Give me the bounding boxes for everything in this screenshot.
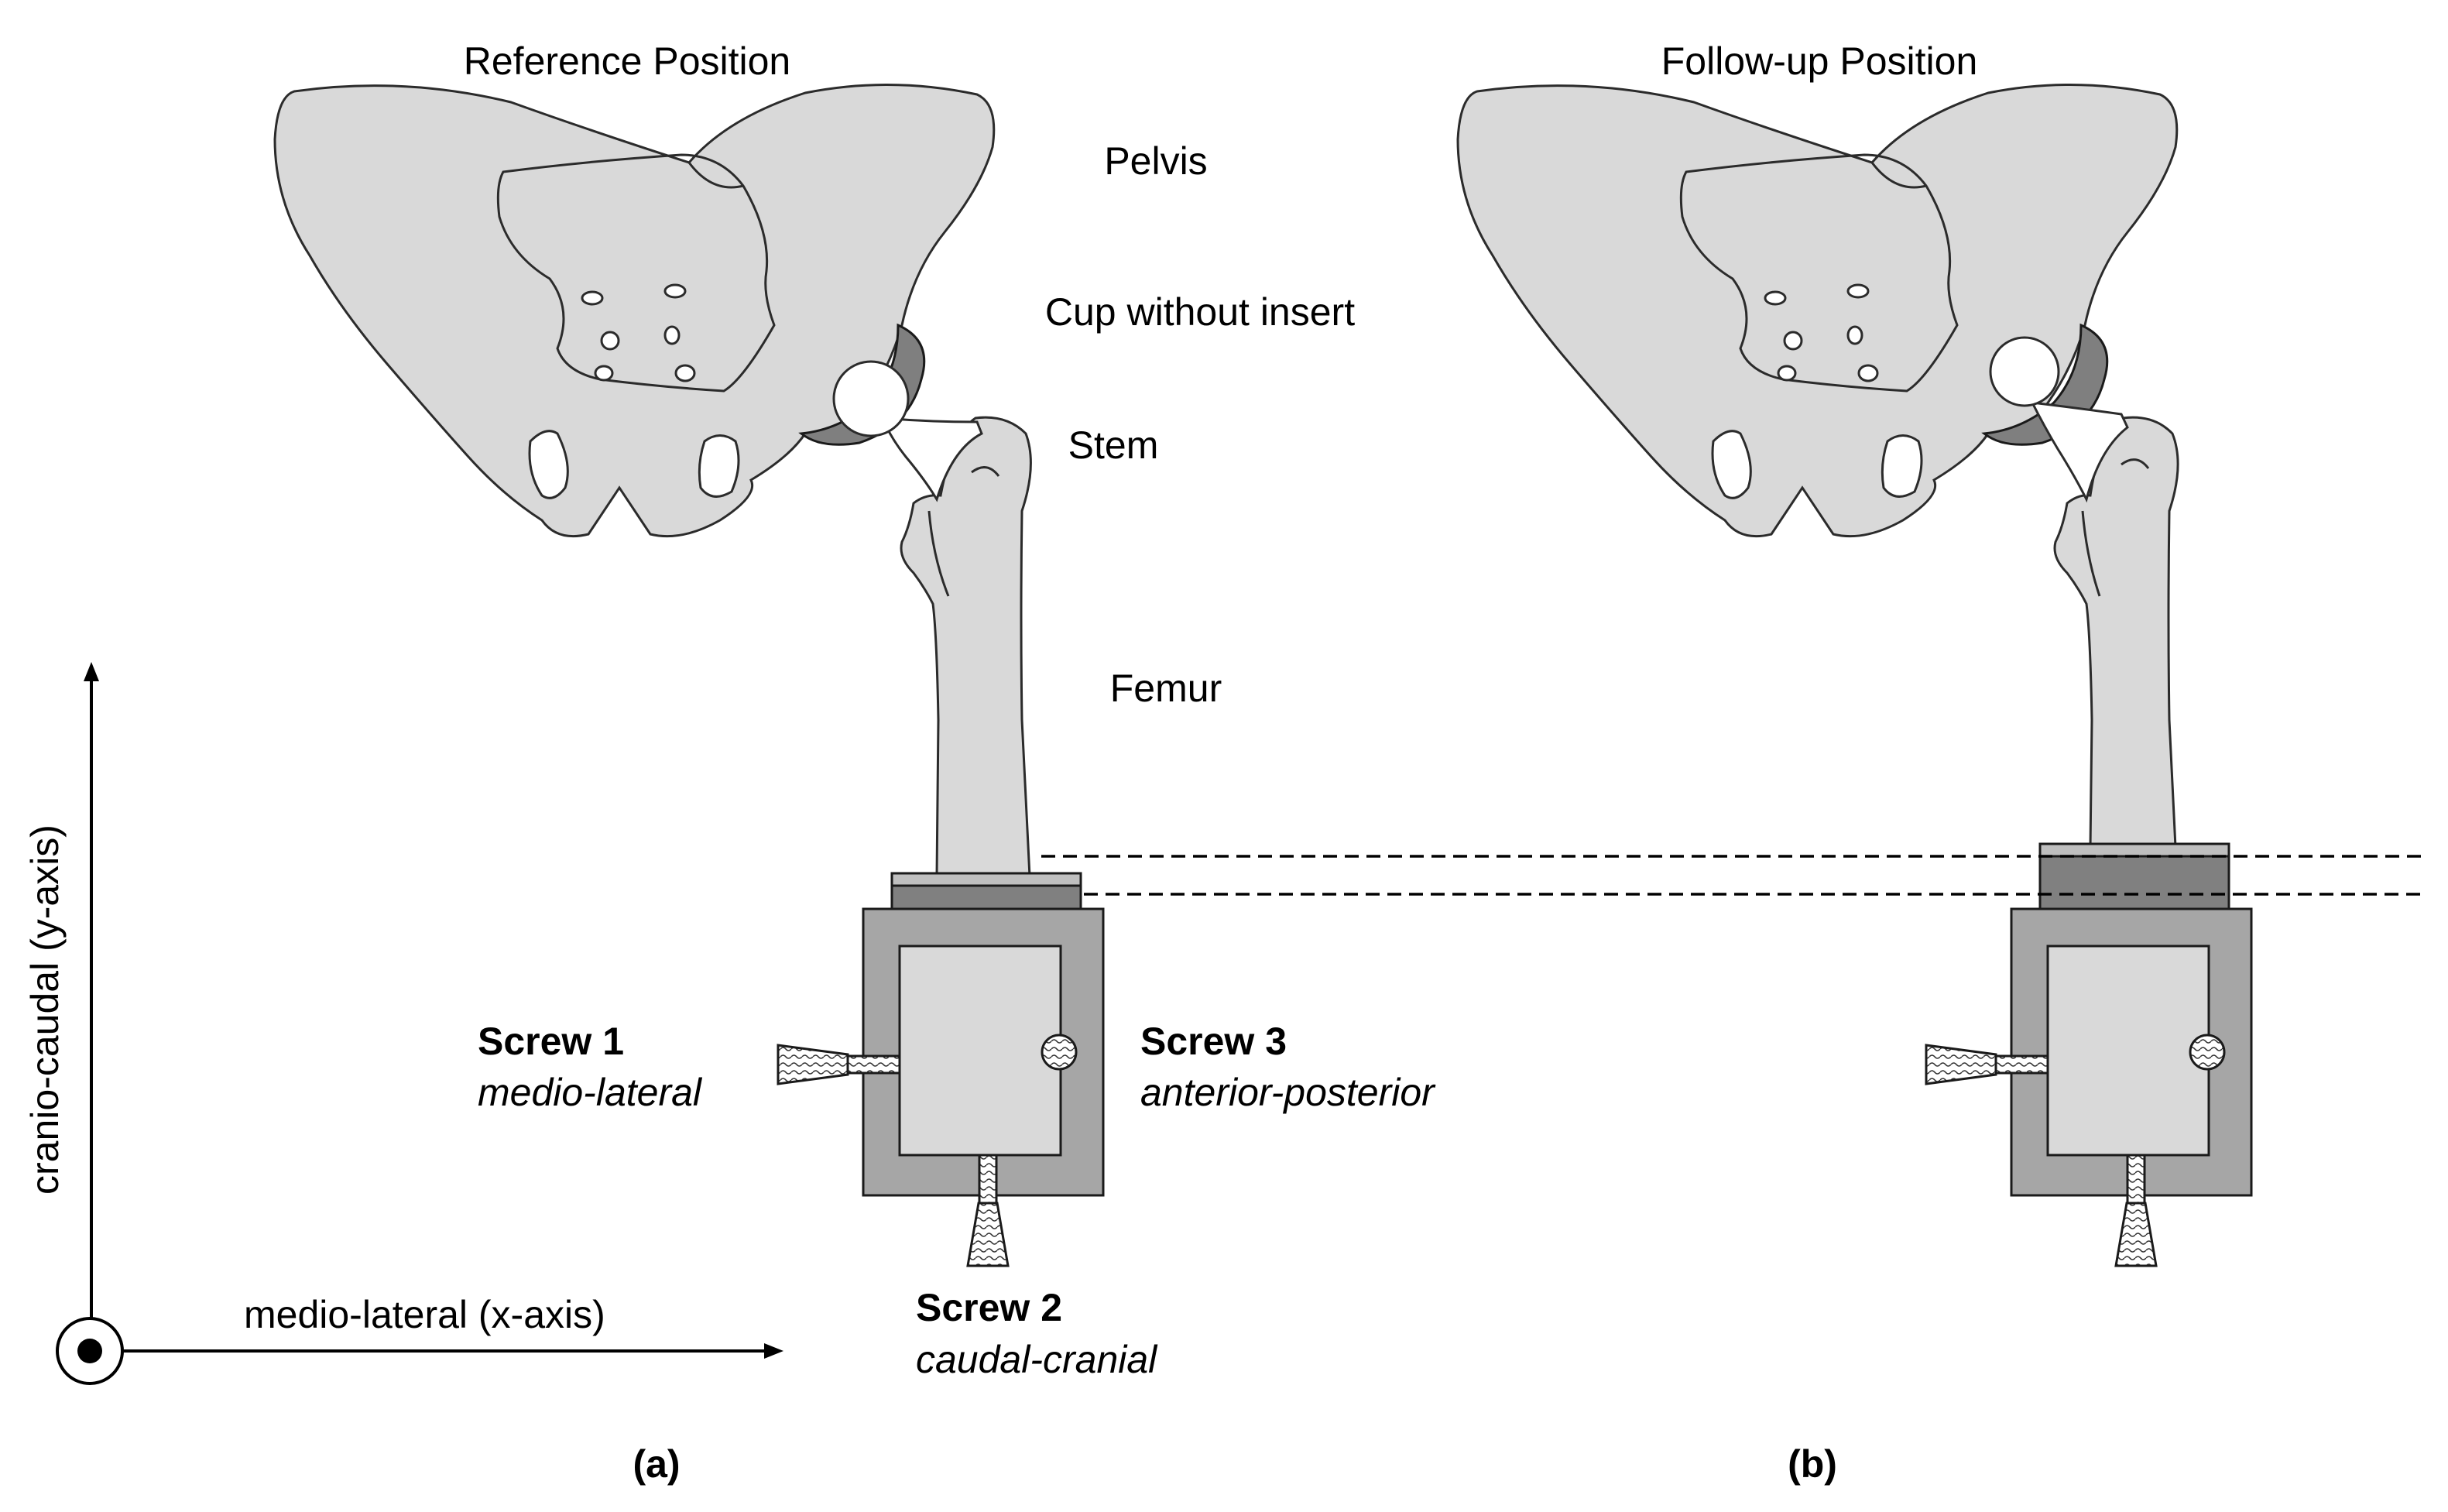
pelvis-a <box>273 83 996 538</box>
label-screw2: Screw 2 <box>916 1286 1062 1329</box>
femoral-head-a <box>832 360 910 437</box>
screw3-b <box>2189 1034 2226 1071</box>
label-pelvis: Pelvis <box>1104 139 1207 183</box>
femur-a <box>900 416 1032 878</box>
label-femur: Femur <box>1110 667 1222 710</box>
x-axis-label: medio-lateral (x-axis) <box>244 1293 605 1336</box>
label-screw1-direction: medio-lateral <box>478 1071 703 1114</box>
fixture-inner-b <box>2046 945 2210 1157</box>
screw1-shaft-a <box>846 1054 901 1075</box>
fixture-inner-a <box>898 945 1062 1157</box>
top-plate-b <box>2038 842 2230 858</box>
label-screw3-direction: anterior-posterior <box>1140 1071 1436 1114</box>
x-axis-arrow <box>764 1343 783 1359</box>
label-cup: Cup without insert <box>1045 290 1355 334</box>
stem-b <box>2030 401 2129 503</box>
femur-b-trochanter <box>2121 458 2150 469</box>
y-axis-arrow <box>84 662 99 681</box>
femur-a-ridge <box>927 510 950 597</box>
femur-a-trochanter <box>971 466 1000 477</box>
femur-b <box>2053 416 2179 849</box>
screw3-a <box>1041 1034 1078 1071</box>
stem-a <box>880 417 983 502</box>
panel-b: Follow-up Position (b) <box>1456 39 2253 1486</box>
y-axis-label: cranio-caudal (y-axis) <box>23 825 67 1195</box>
screw2-head-b <box>2114 1202 2158 1267</box>
screw2-head-a <box>966 1202 1010 1267</box>
embedding-block-a <box>890 884 1082 910</box>
femoral-head-b <box>1989 336 2060 407</box>
label-screw2-direction: caudal-cranial <box>916 1338 1158 1381</box>
screw1-shaft-b <box>1994 1054 2049 1075</box>
screw2-shaft-a <box>978 1154 998 1205</box>
screw1-head-a <box>777 1044 849 1085</box>
embedding-block-b <box>2038 855 2230 910</box>
panel-b-caption: (b) <box>1788 1442 1837 1486</box>
panel-a-caption: (a) <box>633 1442 680 1486</box>
top-plate-a <box>890 872 1082 887</box>
femur-b-ridge <box>2081 510 2101 597</box>
coordinate-system: medio-lateral (x-axis) cranio-caudal (y-… <box>23 662 783 1385</box>
panel-a-title: Reference Position <box>464 39 790 83</box>
label-screw3: Screw 3 <box>1140 1020 1287 1063</box>
panel-b-title: Follow-up Position <box>1661 39 1978 83</box>
panel-a: Reference Position Pelvis Cup without in… <box>273 39 1436 1486</box>
label-screw1: Screw 1 <box>478 1020 624 1063</box>
screw2-shaft-b <box>2126 1154 2146 1205</box>
screw1-head-b <box>1925 1044 1997 1085</box>
label-stem: Stem <box>1068 423 1159 467</box>
z-axis-dot <box>77 1339 102 1363</box>
